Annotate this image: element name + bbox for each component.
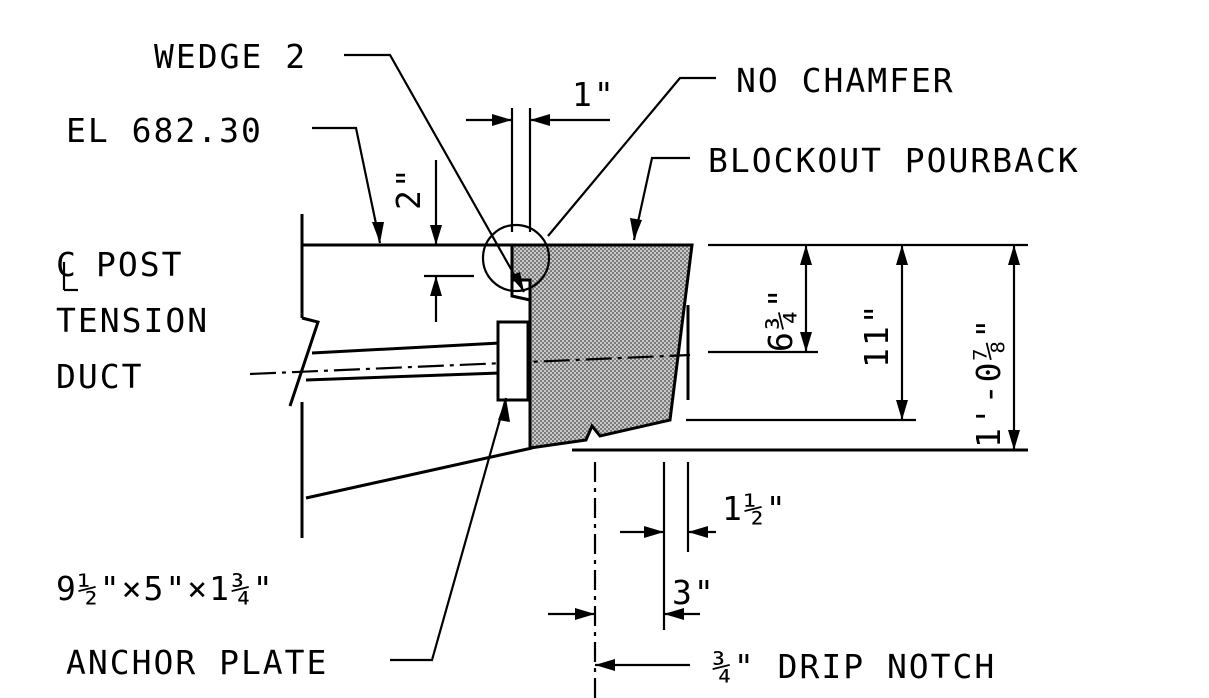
leader-lines: [312, 53, 716, 662]
drip-notch-dims: [548, 462, 716, 698]
cl-post-label-2: TENSION: [56, 301, 209, 340]
drip-notch-label: ¾" DRIP NOTCH: [712, 647, 996, 686]
no-chamfer-label: NO CHAMFER: [736, 61, 955, 100]
slab-outline: [288, 214, 533, 538]
dim-one-and-half-text: 1½": [722, 489, 788, 528]
dim-eleven: [896, 245, 908, 420]
elevation-label: EL 682.30: [66, 111, 263, 150]
wedge-2: [510, 280, 531, 302]
blockout-label: BLOCKOUT POURBACK: [708, 141, 1080, 180]
no-chamfer-circle: [481, 223, 551, 293]
dim-two-inch-text: 2": [389, 166, 428, 210]
dim-one-inch: [466, 108, 610, 232]
dim-three-inch-text: 3": [672, 573, 716, 612]
dim-six-three-quarter: [800, 245, 812, 352]
dim-six-three-quarter-text: 6¾": [761, 286, 800, 352]
dim-two-inch: [424, 160, 474, 322]
dim-eleven-text: 11": [857, 302, 896, 368]
anchor-plate: [496, 320, 530, 402]
dim-one-inch-text: 1": [572, 75, 616, 114]
anchor-plate-label-1: 9½"×5"×1¾": [56, 569, 275, 608]
dim-one-foot-text: 1'-0⅞": [969, 317, 1008, 448]
dim-one-foot: [1008, 245, 1020, 450]
blockout-pourback-fill: [510, 243, 694, 450]
cl-post-label-3: DUCT: [56, 357, 143, 396]
wedge-label: WEDGE 2: [154, 37, 307, 76]
centerline-c: C: [56, 245, 78, 284]
cl-post-label-1: POST: [96, 245, 183, 284]
centerline-symbol: C: [56, 245, 78, 292]
extension-lines: [572, 243, 1028, 452]
anchor-plate-label-2: ANCHOR PLATE: [66, 643, 328, 682]
